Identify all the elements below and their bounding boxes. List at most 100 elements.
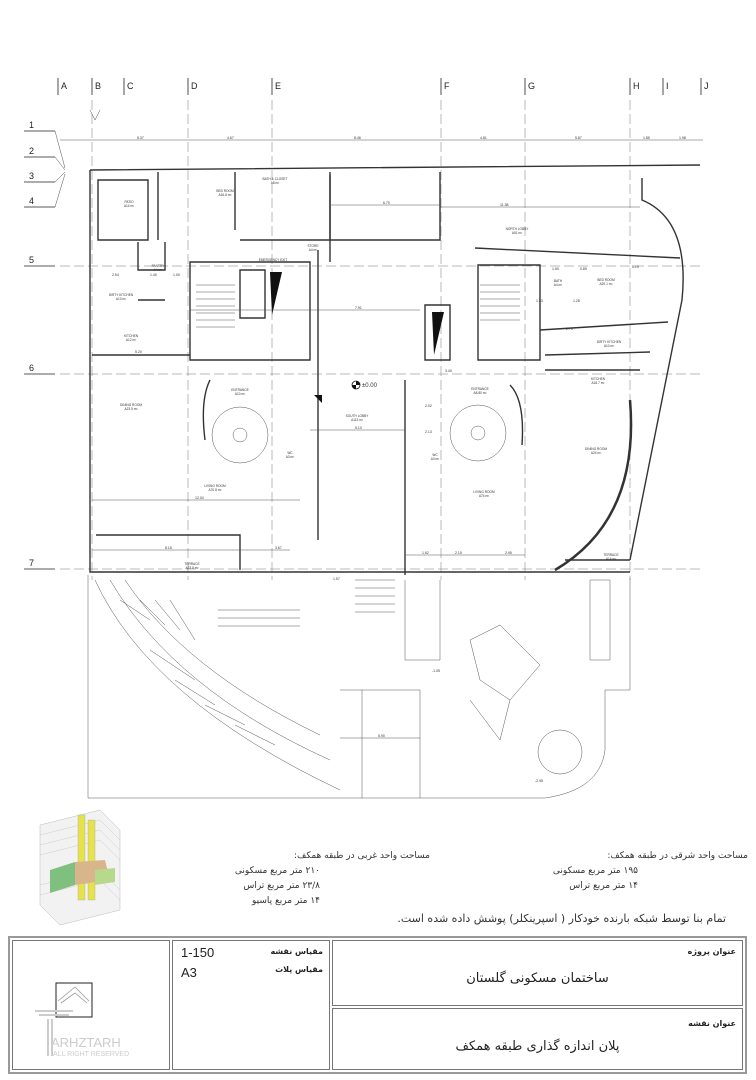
room-name: ENTRANCE xyxy=(471,387,489,391)
room-name: LIVING ROOM xyxy=(204,484,226,488)
room-area: A3 m² xyxy=(431,457,440,461)
floor-plan: A B C D E F G H I J 1 2 3 4 5 6 7 5.37 4… xyxy=(24,78,709,926)
dim: 8.15 xyxy=(165,546,172,550)
grid-rows xyxy=(24,109,101,570)
room-name: LIVING ROOM xyxy=(473,490,495,494)
straight-stairs xyxy=(196,284,520,627)
room-area: A13 m² xyxy=(116,297,126,301)
dim: 1.23 xyxy=(536,299,543,303)
room-name: PATIO xyxy=(124,200,134,204)
east-title: مساحت واحد شرقی در طبقه همکف: xyxy=(607,851,748,861)
dim: 1.98 xyxy=(679,136,686,140)
dim: 5.90 xyxy=(378,734,385,738)
title-block: ARHZTARH ALL RIGHT RESERVED 1-150 مقیاس … xyxy=(8,936,747,1074)
dim: 5.20 xyxy=(135,350,142,354)
room-area: A10 m² xyxy=(235,392,245,396)
room-area: A12 m² xyxy=(126,338,136,342)
grid-col-g: G xyxy=(528,81,535,91)
level-mark-3: -2.95 xyxy=(535,779,543,783)
east-unit-area-notes: مساحت واحد شرقی در طبقه همکف: ۱۹۵ متر مر… xyxy=(553,849,748,894)
dim: 3.40 xyxy=(445,369,452,373)
room-name: ENTRANCE xyxy=(231,388,249,392)
dim: 2.54 xyxy=(112,273,119,277)
grid-column-labels: A B C D E F G H I J xyxy=(61,81,709,91)
logo-subtext: ALL RIGHT RESERVED xyxy=(53,1051,129,1058)
logo-text: ARHZTARH xyxy=(51,1035,121,1050)
dim: 5.19 xyxy=(632,265,639,269)
grid-col-b: B xyxy=(95,81,101,91)
room-name: DIRTY KITCHEN xyxy=(109,293,134,297)
room-name: BED ROOM xyxy=(597,278,615,282)
room-area: A16.7 m² xyxy=(592,381,605,385)
room-area: A8 m² xyxy=(271,181,280,185)
room-area: A23.5 m² xyxy=(125,407,138,411)
grid-col-i: I xyxy=(666,81,669,91)
dim: 12.04 xyxy=(195,496,204,500)
room-area: A4 m² xyxy=(309,248,318,252)
room-name: DINING ROOM xyxy=(585,447,607,451)
building-key-3d xyxy=(39,809,121,926)
company-logo: ARHZTARH ALL RIGHT RESERVED xyxy=(35,982,129,1058)
room-area: A14 m² xyxy=(124,204,134,208)
dim: 1.62 xyxy=(422,551,429,555)
spiral-stair xyxy=(211,404,507,464)
level-mark-2: -1.05 xyxy=(432,669,440,673)
shaft-marks xyxy=(270,272,444,403)
level-mark: ±0.00 xyxy=(362,383,378,389)
room-name: PANTRY xyxy=(152,264,166,268)
dim: 5.37 xyxy=(137,136,144,140)
room-name: STORE xyxy=(308,244,319,248)
top-dimension-string: 5.37 4.67 8.46 4.81 5.87 1.85 1.98 xyxy=(60,136,703,141)
dim: 5.10 xyxy=(355,426,362,430)
project-title-label: عنوان پروژه xyxy=(687,947,736,956)
room-name: WC xyxy=(432,453,438,457)
grid-row-2: 2 xyxy=(29,146,34,156)
grid-col-f: F xyxy=(444,81,450,91)
grid-col-h: H xyxy=(633,81,640,91)
dim: 7.91 xyxy=(355,306,362,310)
grid-col-a: A xyxy=(61,81,67,91)
drawing-title-cell: عنوان نقشه پلان اندازه گذاری طبقه همکف xyxy=(332,1008,743,1070)
grid-row-5: 5 xyxy=(29,255,34,265)
room-area: A24 m² xyxy=(591,451,601,455)
site-area xyxy=(87,575,631,799)
level-marks: ±0.00 -1.05 -2.95 xyxy=(351,380,543,783)
room-name: DINING ROOM xyxy=(120,403,142,407)
grid-row-1: 1 xyxy=(29,120,34,130)
grid-row-labels: 1 2 3 4 5 6 7 xyxy=(29,120,34,568)
dim: 2.02 xyxy=(425,404,432,408)
dim: 4.81 xyxy=(480,136,487,140)
dim: 2.95 xyxy=(505,551,512,555)
grid-row-7: 7 xyxy=(29,558,34,568)
dim: 6.70 xyxy=(383,201,390,205)
room-area: A74 m² xyxy=(479,494,489,498)
drawing-scale: 1-150 xyxy=(181,945,215,960)
grid-row-6: 6 xyxy=(29,363,34,373)
room-name: NORTH LOBBY xyxy=(506,227,530,231)
room-name: EMERGENCY EXIT xyxy=(259,258,288,262)
room-area: A23.8 m² xyxy=(186,566,199,570)
room-area: A4 m² xyxy=(154,268,163,272)
room-area: A51 m² xyxy=(512,231,522,235)
walls xyxy=(89,164,701,575)
west-line: ۲۳/۸ متر مربع تراس xyxy=(243,881,320,891)
west-line: ۲۱۰ متر مربع مسکونی xyxy=(234,866,320,876)
sheet-scale: A3 xyxy=(181,965,197,980)
dim: 2.13 xyxy=(425,430,432,434)
room-name: KITCHEN xyxy=(124,334,139,338)
room-area: A3 m² xyxy=(286,455,295,459)
